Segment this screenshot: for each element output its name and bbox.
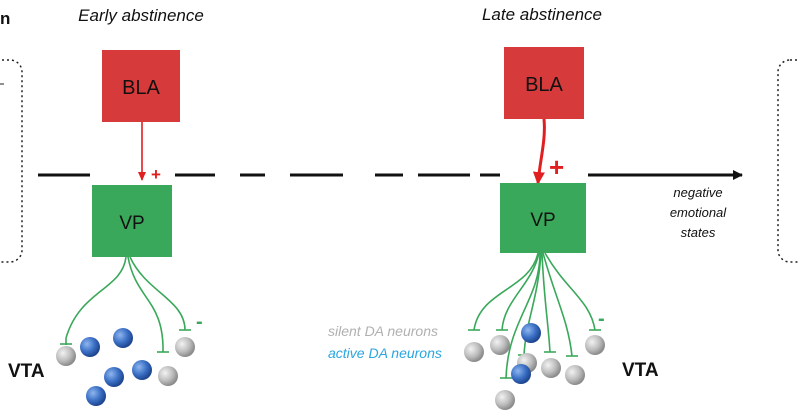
active-neuron [113,328,133,348]
silent-neuron [464,342,484,362]
silent-neuron [565,365,585,385]
vp-label-late: VP [530,210,555,231]
outcome-line-2: emotional [670,205,727,220]
silent-neuron [541,358,561,378]
bla-label-early: BLA [122,77,160,99]
active-neuron [511,364,531,384]
plus-sign-early: + [151,165,161,184]
plus-sign-late: + [549,152,564,182]
right-dotted-box [777,59,800,263]
vp-label-early: VP [119,213,144,234]
vta-label-late: VTA [622,360,659,381]
vp-box-early [92,185,172,257]
active-neuron [80,337,100,357]
outcome-line-1: negative [673,185,722,200]
vp-vta-projections-early [60,256,191,353]
silent-neuron [175,337,195,357]
legend-silent-neurons: silent DA neurons [328,323,438,339]
vta-label-early: VTA [8,361,45,382]
early-abstinence-title: Early abstinence [78,6,204,25]
da-neurons-late [464,323,605,410]
minus-sign-early: - [196,311,203,333]
da-neurons-early [56,328,195,406]
vp-box-late [500,183,586,253]
active-neuron [104,367,124,387]
silent-neuron [495,390,515,410]
bla-box-late [504,47,584,119]
cropped-header-fragment: n [0,9,10,28]
legend-active-neurons: active DA neurons [328,345,442,361]
minus-sign-late: - [598,308,605,330]
active-neuron [521,323,541,343]
active-neuron [86,386,106,406]
left-dotted-box [0,59,23,263]
bla-label-late: BLA [525,74,563,96]
late-abstinence-title: Late abstinence [482,5,602,24]
silent-neuron [585,335,605,355]
vp-vta-projections-late [468,252,601,379]
active-neuron [132,360,152,380]
silent-neuron [158,366,178,386]
silent-neuron [56,346,76,366]
outcome-line-3: states [681,225,716,240]
bla-box-early [102,50,180,122]
silent-neuron [490,335,510,355]
bla-vp-projection-late [532,118,546,185]
